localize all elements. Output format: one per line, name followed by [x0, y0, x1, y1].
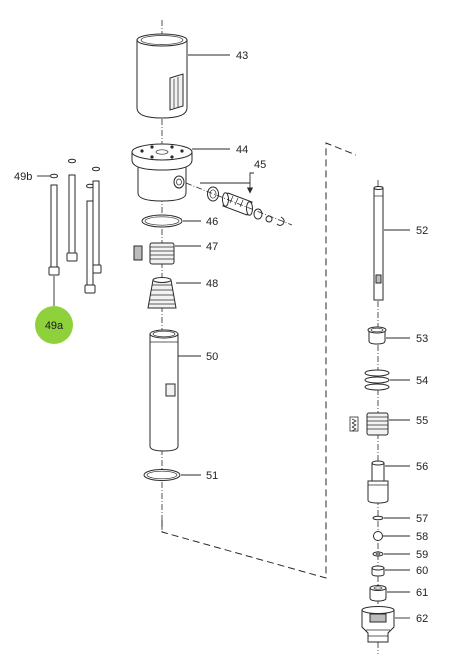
- part-57-ring: [372, 515, 384, 521]
- part-50-sleeve: [149, 329, 179, 452]
- label-58: 58: [416, 531, 428, 543]
- label-60: 60: [416, 565, 428, 577]
- part-59-washer: [372, 551, 384, 557]
- part-55-spring: [349, 412, 389, 436]
- label-48: 48: [206, 278, 218, 290]
- label-45: 45: [254, 159, 266, 171]
- label-57: 57: [416, 513, 428, 525]
- part-43-housing: [136, 33, 188, 119]
- leader-45: [200, 172, 254, 184]
- label-49b: 49b: [14, 171, 32, 183]
- label-54: 54: [416, 375, 428, 387]
- part-56-plunger: [367, 460, 389, 504]
- label-51: 51: [206, 470, 218, 482]
- part-54-spring: [364, 369, 390, 391]
- part-44-flange: [131, 143, 193, 202]
- part-51-o-ring: [143, 469, 181, 481]
- part-58-ball: [373, 531, 383, 541]
- label-44: 44: [236, 144, 248, 156]
- part-46-o-ring: [141, 214, 183, 228]
- label-62: 62: [416, 613, 428, 625]
- label-55: 55: [416, 415, 428, 427]
- label-49a: 49a: [45, 320, 64, 332]
- assembly-bracket: [161, 142, 357, 579]
- label-52: 52: [416, 225, 428, 237]
- label-56: 56: [416, 461, 428, 473]
- label-46: 46: [206, 216, 218, 228]
- part-45-pin-assembly: [207, 186, 285, 226]
- part-60-seat: [371, 565, 385, 577]
- label-43: 43: [236, 50, 248, 62]
- part-48-conical-spring: [147, 277, 177, 309]
- label-61: 61: [416, 587, 428, 599]
- label-47: 47: [206, 241, 218, 253]
- label-50: 50: [206, 351, 218, 363]
- part-62-nozzle-body: [361, 606, 395, 643]
- label-59: 59: [416, 549, 428, 561]
- part-61-nut: [369, 585, 387, 602]
- part-49-bolts: [48, 158, 102, 294]
- part-53-bushing: [367, 326, 387, 345]
- highlight-49a: [35, 306, 73, 344]
- label-53: 53: [416, 333, 428, 345]
- part-47-spring: [133, 242, 175, 265]
- part-52-shaft: [373, 186, 384, 301]
